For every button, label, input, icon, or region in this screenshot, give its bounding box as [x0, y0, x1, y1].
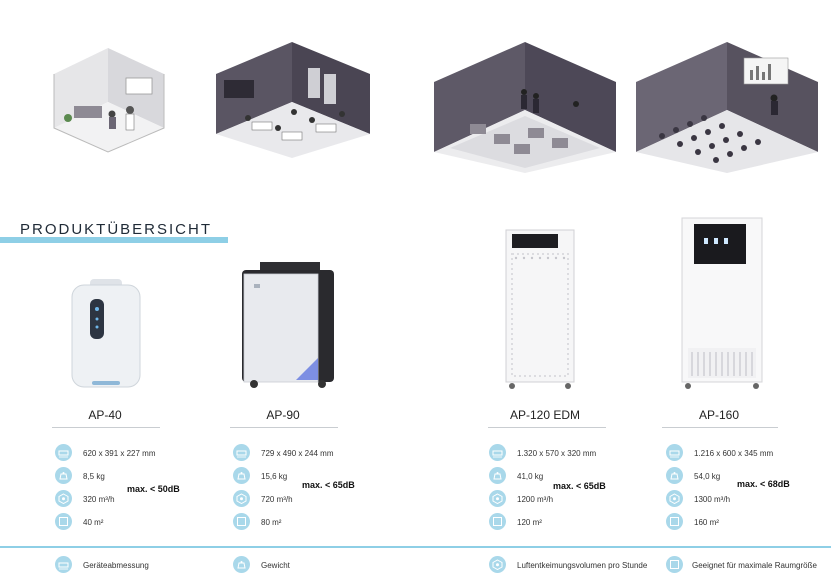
dimensions-icon	[233, 444, 250, 461]
weight-icon	[233, 556, 250, 573]
product-image-ap120	[505, 229, 575, 389]
weight-icon	[55, 467, 72, 484]
spec-airflow-ap160: 1300 m³/h	[694, 495, 731, 504]
spec-dimensions-ap90: 729 x 490 x 244 mm	[261, 449, 334, 458]
airflow-icon	[489, 490, 506, 507]
product-image-ap160	[681, 217, 763, 389]
divider-ap160	[662, 427, 778, 428]
weight-icon	[666, 467, 683, 484]
area-icon	[489, 513, 506, 530]
spec-weight-ap40: 8,5 kg	[83, 472, 105, 481]
product-name-ap40: AP-40	[88, 408, 122, 422]
airflow-icon	[55, 490, 72, 507]
legend-divider	[0, 546, 831, 548]
product-image-ap90	[242, 262, 334, 388]
weight-icon	[489, 467, 506, 484]
noise-ap160: max. < 68dB	[737, 479, 790, 489]
section-title: PRODUKTÜBERSICHT	[20, 221, 213, 238]
spec-area-ap90: 80 m²	[261, 518, 282, 527]
spec-weight-ap120: 41,0 kg	[517, 472, 544, 481]
section-heading: PRODUKTÜBERSICHT	[0, 221, 228, 243]
product-name-ap120: AP-120 EDM	[509, 408, 581, 422]
dimensions-icon	[666, 444, 683, 461]
divider-ap40	[52, 427, 160, 428]
airflow-icon	[666, 490, 683, 507]
area-icon	[55, 513, 72, 530]
room-illustration-lecture	[636, 42, 818, 173]
noise-ap90: max. < 65dB	[302, 480, 355, 490]
legend-dimensions: Geräteabmessung	[83, 561, 149, 570]
product-name-ap90: AP-90	[266, 408, 300, 422]
weight-icon	[233, 467, 250, 484]
area-icon	[233, 513, 250, 530]
room-illustration-office	[434, 42, 616, 173]
legend-area: Geeignet für maximale Raumgröße	[692, 561, 817, 570]
product-name-ap160: AP-160	[698, 408, 740, 422]
spec-area-ap120: 120 m²	[517, 518, 542, 527]
spec-dimensions-ap120: 1.320 x 570 x 320 mm	[517, 449, 597, 458]
noise-ap120: max. < 65dB	[553, 481, 606, 491]
spec-weight-ap90: 15,6 kg	[261, 472, 288, 481]
spec-weight-ap160: 54,0 kg	[694, 472, 721, 481]
area-icon	[666, 556, 683, 573]
heading-accent-bar	[0, 237, 228, 243]
spec-area-ap40: 40 m²	[83, 518, 104, 527]
legend-weight: Gewicht	[261, 561, 290, 570]
spec-airflow-ap40: 320 m³/h	[83, 495, 115, 504]
dimensions-icon	[489, 444, 506, 461]
spec-airflow-ap90: 720 m³/h	[261, 495, 293, 504]
airflow-icon	[489, 556, 506, 573]
dimensions-icon	[55, 444, 72, 461]
airflow-icon	[233, 490, 250, 507]
divider-ap90	[230, 427, 338, 428]
dimensions-icon	[55, 556, 72, 573]
legend-airflow: Luftentkeimungsvolumen pro Stunde	[517, 561, 648, 570]
room-illustration-doctor	[53, 48, 165, 153]
area-icon	[666, 513, 683, 530]
divider-ap120	[488, 427, 606, 428]
product-image-ap40	[71, 279, 141, 388]
noise-ap40: max. < 50dB	[127, 484, 180, 494]
spec-dimensions-ap160: 1.216 x 600 x 345 mm	[694, 449, 774, 458]
room-illustration-library	[216, 42, 370, 158]
spec-area-ap160: 160 m²	[694, 518, 719, 527]
spec-airflow-ap120: 1200 m³/h	[517, 495, 554, 504]
spec-dimensions-ap40: 620 x 391 x 227 mm	[83, 449, 156, 458]
